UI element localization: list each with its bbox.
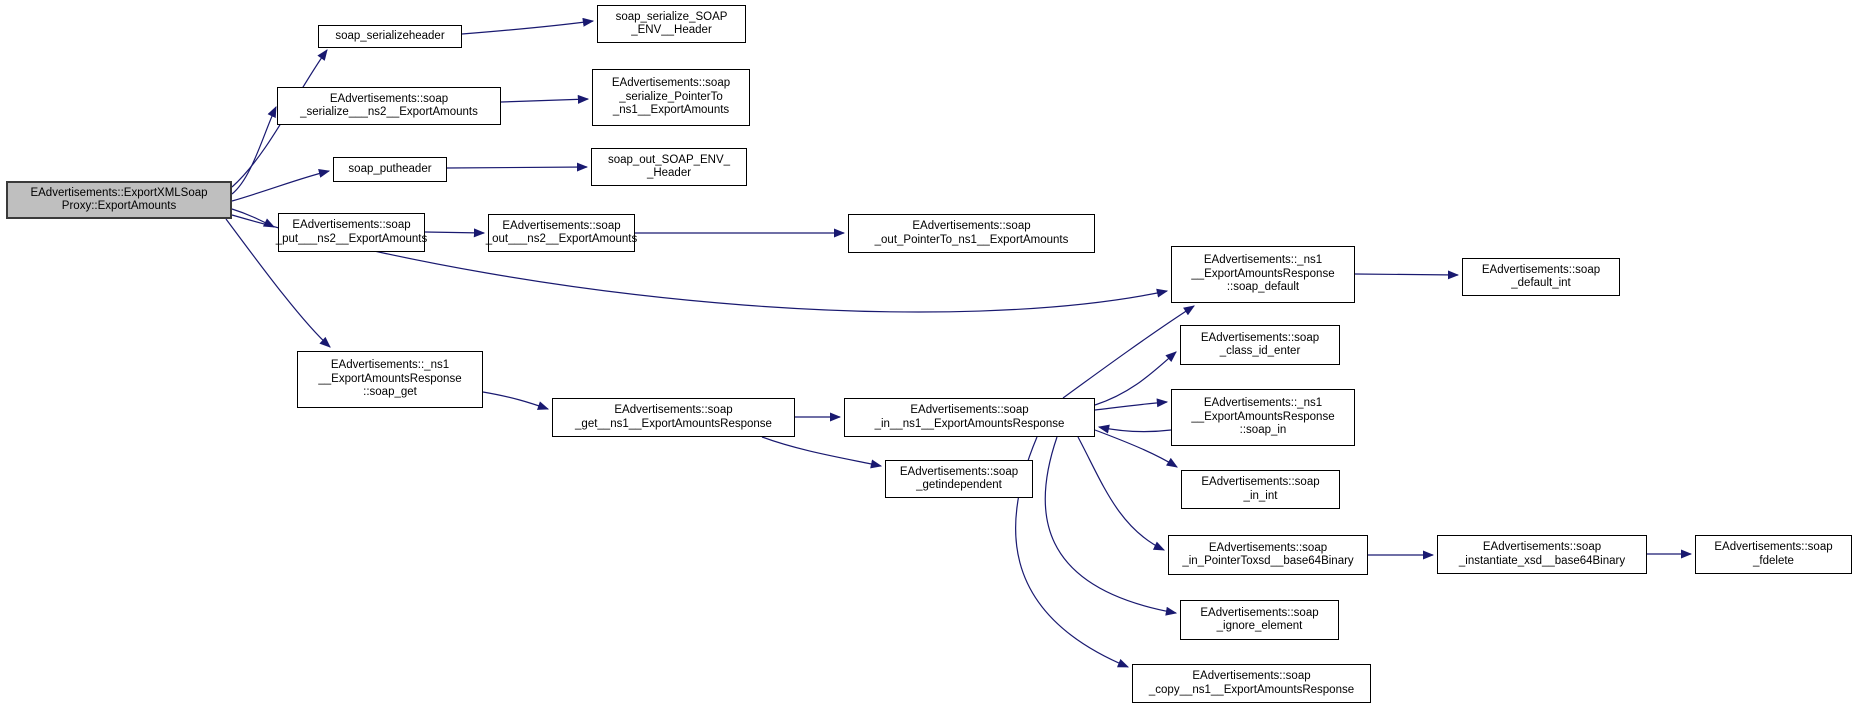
node-soap-getindependent[interactable]: EAdvertisements::soap _getindependent	[885, 460, 1033, 498]
edge-root-to-put-ns2	[231, 208, 276, 228]
edge-root-to-serialize-ns2	[231, 105, 277, 195]
edge-putheader-to-out-env-header	[446, 162, 589, 172]
node-ns1-export-amounts-response-soap-get[interactable]: EAdvertisements::_ns1 __ExportAmountsRes…	[297, 351, 483, 408]
node-soap-serialize-pointer-to-ns1-export-amounts[interactable]: EAdvertisements::soap _serialize_Pointer…	[592, 69, 750, 126]
node-soap-class-id-enter[interactable]: EAdvertisements::soap _class_id_enter	[1180, 325, 1340, 365]
node-soap-copy-ns1-export-amounts-response[interactable]: EAdvertisements::soap _copy__ns1__Export…	[1132, 664, 1371, 703]
edge-root-to-soap-get	[225, 218, 331, 348]
node-soap-in-ns1-export-amounts-response[interactable]: EAdvertisements::soap _in__ns1__ExportAm…	[844, 398, 1095, 437]
node-soap-instantiate-xsd-base64binary[interactable]: EAdvertisements::soap _instantiate_xsd__…	[1437, 535, 1647, 574]
node-soap-serializeheader[interactable]: soap_serializeheader	[318, 25, 462, 48]
node-ns1-export-amounts-response-soap-in[interactable]: EAdvertisements::_ns1 __ExportAmountsRes…	[1171, 389, 1355, 446]
node-soap-serialize-ns2-export-amounts[interactable]: EAdvertisements::soap _serialize___ns2__…	[277, 87, 501, 125]
node-ns1-export-amounts-response-soap-default[interactable]: EAdvertisements::_ns1 __ExportAmountsRes…	[1171, 246, 1355, 303]
node-soap-get-ns1-export-amounts-response[interactable]: EAdvertisements::soap _get__ns1__ExportA…	[552, 398, 795, 437]
node-soap-fdelete[interactable]: EAdvertisements::soap _fdelete	[1695, 535, 1852, 574]
edge-in-ns1-to-class-id-enter	[1094, 351, 1177, 406]
node-soap-in-pointer-to-xsd-base64binary[interactable]: EAdvertisements::soap _in_PointerToxsd__…	[1168, 535, 1368, 575]
node-soap-serialize-soap-env-header[interactable]: soap_serialize_SOAP _ENV__Header	[597, 5, 746, 43]
node-export-xml-soap-proxy-export-amounts[interactable]: EAdvertisements::ExportXMLSoap Proxy::Ex…	[6, 181, 232, 219]
node-soap-out-soap-env-header[interactable]: soap_out_SOAP_ENV_ _Header	[591, 148, 747, 186]
edge-in-ns1-to-soap-in	[1094, 398, 1169, 411]
node-soap-in-int[interactable]: EAdvertisements::soap _in_int	[1181, 470, 1340, 509]
edge-serialize-ns2-to-serialize-pointerto	[500, 94, 590, 104]
edge-in-ns1-to-ignore-element	[1044, 436, 1178, 616]
node-soap-put-ns2-export-amounts[interactable]: EAdvertisements::soap _put___ns2__Export…	[276, 213, 427, 252]
edge-get-ns1-to-getindependent	[761, 436, 883, 469]
edge-in-ns1-to-soap-default	[1062, 305, 1195, 399]
edge-root-to-putheader	[231, 169, 331, 202]
node-soap-ignore-element[interactable]: EAdvertisements::soap _ignore_element	[1180, 600, 1339, 640]
edge-soap-in-to-in-ns1	[1097, 424, 1172, 434]
edge-serializeheader-to-serialize-env-header	[461, 17, 595, 35]
node-soap-out-ns2-export-amounts[interactable]: EAdvertisements::soap _out___ns2__Export…	[486, 214, 637, 252]
node-soap-putheader[interactable]: soap_putheader	[333, 157, 447, 182]
edge-soap-default-to-default-int	[1354, 270, 1460, 280]
edge-put-ns2-to-out-ns2	[424, 228, 486, 238]
node-soap-default-int[interactable]: EAdvertisements::soap _default_int	[1462, 258, 1620, 296]
edge-in-ns1-to-in-pointertoxsd	[1077, 436, 1166, 551]
edge-soap-get-to-get-ns1	[482, 391, 550, 410]
edge-in-ns1-to-in-int	[1094, 429, 1178, 468]
node-soap-out-pointer-to-ns1-export-amounts[interactable]: EAdvertisements::soap _out_PointerTo_ns1…	[848, 214, 1095, 253]
